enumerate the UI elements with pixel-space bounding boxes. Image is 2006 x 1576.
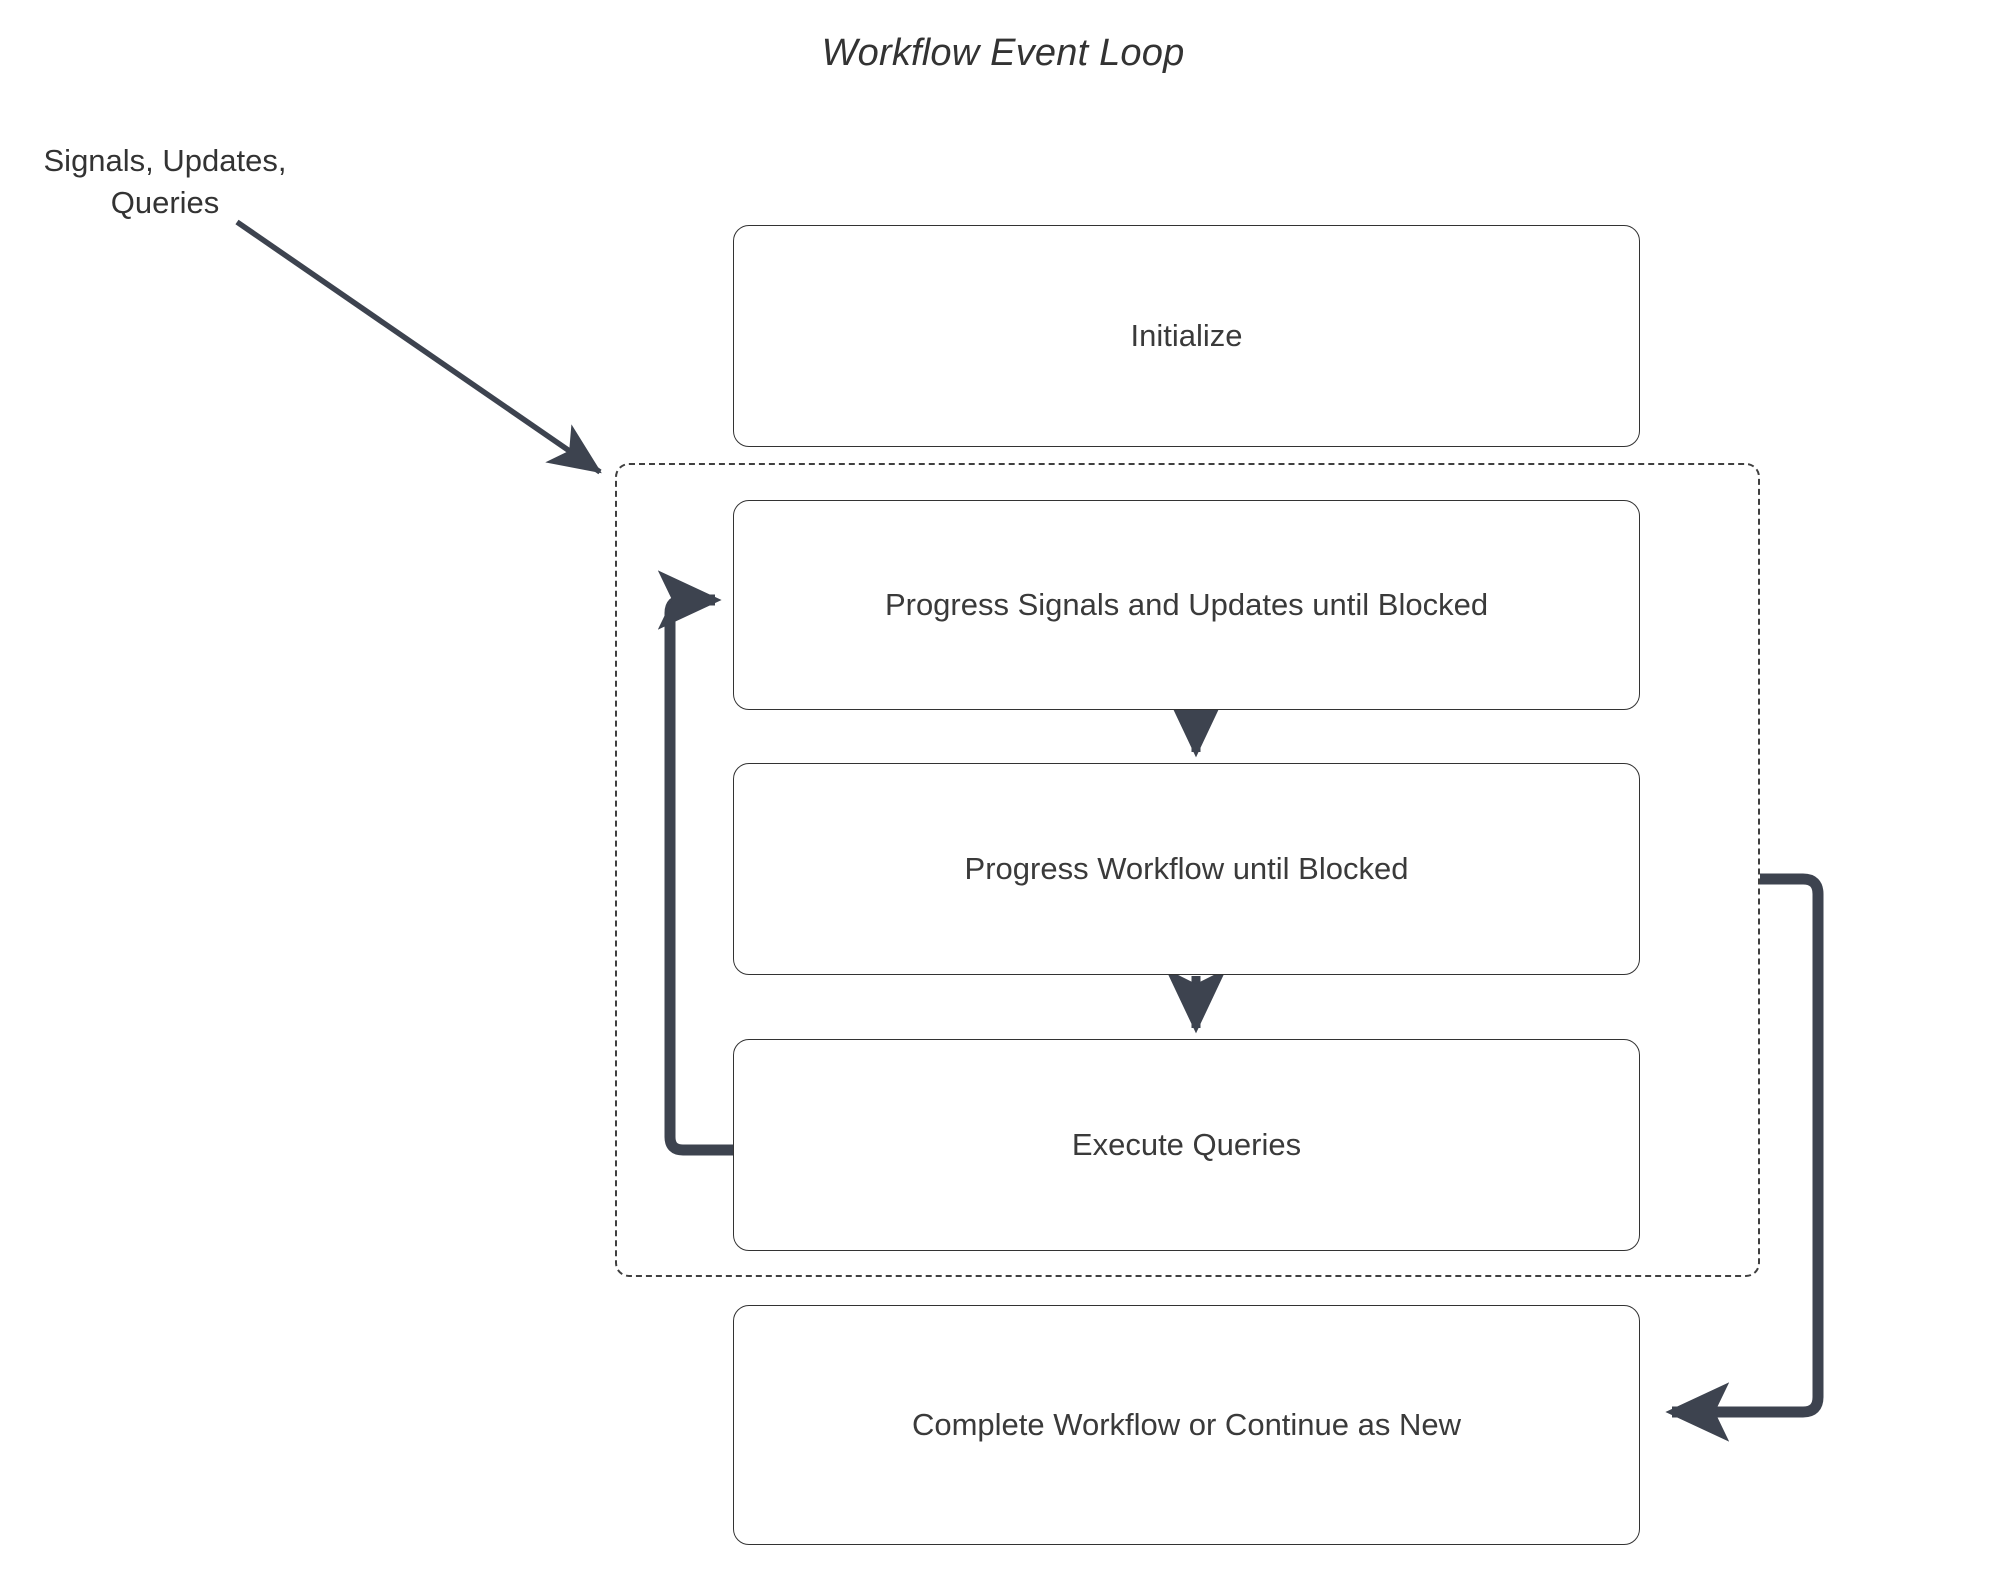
edge-queries-back-to-signals <box>657 570 733 1156</box>
node-progress-signals-label: Progress Signals and Updates until Block… <box>884 586 1489 622</box>
edge-loop-to-complete <box>1665 873 1824 1442</box>
node-initialize-label: Initialize <box>1130 317 1243 353</box>
node-progress-workflow[interactable]: Progress Workflow until Blocked <box>733 763 1640 975</box>
node-complete-workflow-label: Complete Workflow or Continue as New <box>911 1406 1462 1442</box>
external-input-label: Signals, Updates, Queries <box>43 143 287 220</box>
node-execute-queries-label: Execute Queries <box>1071 1126 1302 1162</box>
node-progress-signals[interactable]: Progress Signals and Updates until Block… <box>733 500 1640 710</box>
node-complete-workflow[interactable]: Complete Workflow or Continue as New <box>733 1305 1640 1545</box>
page-title: Workflow Event Loop <box>821 32 1185 74</box>
node-execute-queries[interactable]: Execute Queries <box>733 1039 1640 1251</box>
node-progress-workflow-label: Progress Workflow until Blocked <box>964 850 1409 886</box>
edge-signals-into-loop <box>235 219 602 475</box>
node-initialize[interactable]: Initialize <box>733 225 1640 447</box>
